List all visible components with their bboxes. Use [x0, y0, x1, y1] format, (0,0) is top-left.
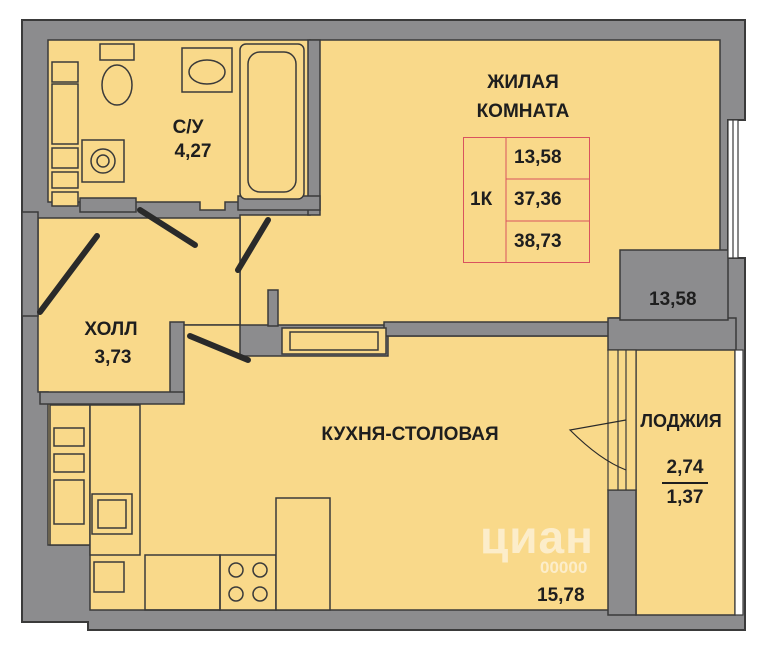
spec-living-area: 13,58 [514, 147, 562, 168]
area-spec-table: 1К 13,58 37,36 38,73 [463, 137, 590, 263]
watermark-logo: циан 00000 [480, 510, 594, 578]
hall-name: ХОЛЛ [84, 319, 138, 340]
inner-walls [21, 39, 737, 616]
spec-total-area: 37,36 [514, 189, 562, 210]
living-room-name-line2: КОМНАТА [476, 101, 570, 122]
fixtures [49, 43, 387, 611]
living-room-name-line1: ЖИЛАЯ [487, 72, 559, 93]
bathroom-name: С/У [172, 117, 204, 138]
spec-total-with-loggia: 38,73 [514, 231, 562, 252]
living-room-area: 13,58 [649, 289, 697, 310]
kitchen-name: КУХНЯ-СТОЛОВАЯ [321, 424, 499, 445]
bathroom-area: 4,27 [174, 141, 212, 162]
spec-table-grid [463, 137, 590, 263]
loggia-area-full: 2,74 [666, 457, 704, 478]
loggia-area-reduced: 1,37 [666, 487, 704, 508]
kitchen-area: 15,78 [537, 585, 585, 606]
floors [37, 39, 736, 616]
loggia-fraction-line [662, 482, 708, 484]
toilet-icon [99, 43, 135, 61]
loggia-door-swing [568, 419, 627, 471]
apartment-type: 1К [470, 189, 493, 210]
doors [37, 207, 271, 363]
loggia-name: ЛОДЖИЯ [640, 411, 722, 431]
stove-icon [219, 554, 277, 611]
watermark-text: циан [480, 511, 594, 563]
watermark-phone: 00000 [540, 558, 588, 577]
windows [607, 119, 744, 616]
hall-area: 3,73 [94, 347, 132, 368]
